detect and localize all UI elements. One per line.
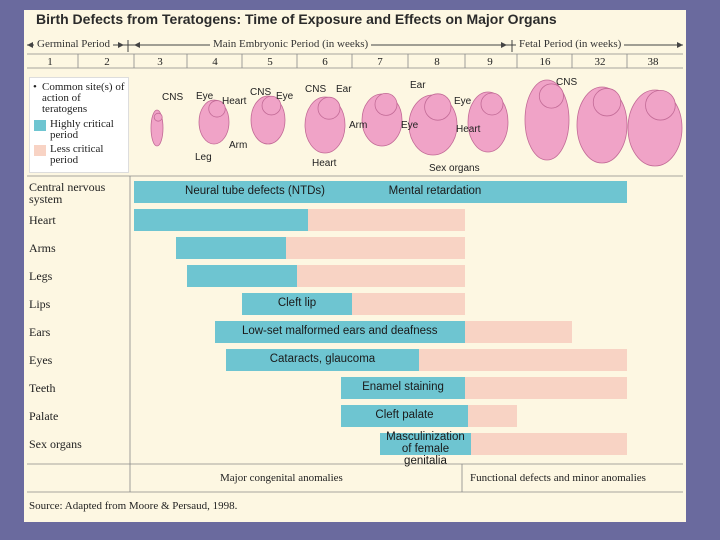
organ-label: Legs [29, 269, 53, 283]
bar-label: Low-set malformed ears and deafness [241, 325, 438, 337]
legend-highly-critical: Highly critical period [50, 118, 114, 141]
bar-label: Cleft lip [277, 297, 317, 309]
embryo-label: Leg [195, 152, 212, 163]
legend-less-critical: Less critical period [50, 143, 104, 166]
embryo-label: CNS [162, 92, 184, 103]
embryo-label: Heart [222, 96, 247, 107]
embryo-head [592, 88, 622, 117]
less-critical-bar [467, 405, 517, 427]
highly-critical-bar [134, 181, 627, 203]
less-critical-bar [465, 377, 627, 399]
embryo-head [538, 83, 564, 109]
organ-label: Arms [29, 241, 56, 255]
highly-critical-bar [341, 377, 465, 399]
week-number: 2 [104, 56, 110, 68]
highly-critical-bar [341, 405, 468, 427]
arrow-left [27, 42, 33, 48]
highly-critical-bar [225, 349, 420, 371]
bar-label: Neural tube defects (NTDs) [185, 185, 325, 197]
embryo-label: Heart [456, 124, 481, 135]
week-number: 6 [322, 56, 328, 68]
embryo-head [317, 96, 341, 120]
germinal-period-label: Germinal Period [34, 37, 114, 51]
embryonic-period-label: Main Embryonic Period (in weeks) [210, 37, 372, 51]
highly-critical-bar [214, 321, 465, 343]
week-number: 32 [594, 56, 606, 68]
legend-bullet: • [33, 81, 37, 93]
embryo-label: Arm [349, 120, 368, 131]
embryo-label: Eye [276, 91, 294, 102]
highly-critical-bar [176, 237, 286, 259]
week-number: 8 [434, 56, 440, 68]
legend-swatch-highly-critical [34, 120, 46, 131]
embryo-head [153, 112, 163, 122]
embryo-label: CNS [305, 84, 327, 95]
embryo-head [208, 100, 226, 118]
less-critical-bar [465, 321, 572, 343]
arrow-germinal-end [118, 42, 124, 48]
legend-common-site: Common site(s) of action of teratogens [42, 81, 125, 115]
embryo-label: Ear [410, 80, 426, 91]
source-note: Source: Adapted from Moore & Persaud, 19… [29, 500, 238, 512]
embryo-label: Ear [336, 84, 352, 95]
week-number: 4 [212, 56, 218, 68]
organ-label: Ears [29, 325, 51, 339]
highly-critical-bar [134, 209, 308, 231]
legend-swatch-less-critical [34, 145, 46, 156]
embryo-label: Eye [454, 96, 472, 107]
embryo-illustrations [150, 79, 683, 167]
week-number: 7 [377, 56, 383, 68]
week-number: 1 [47, 56, 53, 68]
bar-label-secondary: Mental retardation [388, 185, 482, 197]
embryo-label: Eye [196, 91, 214, 102]
chart-title: Birth Defects from Teratogens: Time of E… [36, 11, 557, 27]
organ-label: Palate [29, 409, 59, 423]
organ-label: Heart [29, 213, 56, 227]
less-critical-bar [308, 209, 465, 231]
highly-critical-bar [242, 293, 352, 315]
arrow-embryonic-start [134, 42, 140, 48]
less-critical-bar [419, 349, 627, 371]
embryo-head [480, 92, 504, 116]
week-number: 3 [157, 56, 163, 68]
highly-critical-bar [380, 433, 471, 455]
highly-critical-bar [187, 265, 297, 287]
arrow-right [677, 42, 683, 48]
embryo-label: Eye [401, 120, 419, 131]
week-number: 9 [487, 56, 493, 68]
embryo-label: CNS [250, 87, 272, 98]
organ-label: Eyes [29, 353, 53, 367]
less-critical-bar [352, 293, 465, 315]
week-number: 16 [539, 56, 551, 68]
embryo-head [424, 93, 452, 121]
embryo-label: Arm [229, 140, 248, 151]
footer-major: Major congenital anomalies [220, 472, 343, 484]
week-number: 5 [267, 56, 273, 68]
less-critical-bar [286, 237, 465, 259]
organ-label: Sex organs [29, 437, 82, 451]
less-critical-bar [470, 433, 627, 455]
embryo-label: CNS [556, 77, 578, 88]
bar-label: Enamel staining [362, 381, 444, 393]
legend: • Common site(s) of action of teratogens… [29, 77, 129, 173]
arrow-embryonic-end [501, 42, 507, 48]
footer-functional: Functional defects and minor anomalies [470, 472, 646, 484]
organ-label: Central nervous system [29, 180, 106, 206]
bar-label: Cleft palate [375, 409, 434, 421]
embryo-label: Heart [312, 158, 337, 169]
embryo-label: Sex organs [429, 163, 480, 174]
fetal-period-label: Fetal Period (in weeks) [516, 37, 625, 51]
less-critical-bar [297, 265, 465, 287]
bar-label: Cataracts, glaucoma [269, 353, 376, 365]
bar-label: Masculinization of female genitalia [386, 431, 465, 467]
embryo-head [645, 89, 676, 121]
organ-label: Teeth [29, 381, 56, 395]
week-number: 38 [647, 56, 659, 68]
organ-label: Lips [29, 297, 51, 311]
embryo-head [261, 95, 282, 116]
embryo-head [374, 93, 398, 116]
